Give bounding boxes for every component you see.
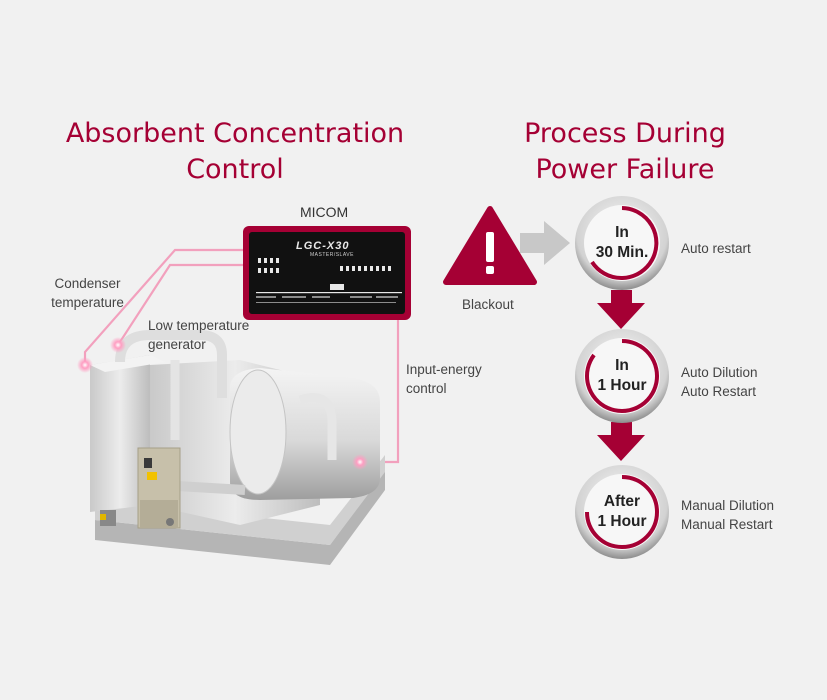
stopwatch-icon (575, 329, 669, 423)
micom-panel-sub: MASTER/SLAVE (310, 252, 354, 258)
left-title-line2: Control (186, 154, 284, 185)
stopwatch-icon (575, 196, 669, 290)
step-1-clock-text: In 30 Min. (595, 224, 649, 261)
micom-label: MICOM (300, 204, 349, 220)
micom-panel (243, 226, 411, 320)
step-2-clock-text: In 1 Hour (597, 357, 647, 394)
right-arrow-icon (520, 221, 570, 265)
step-3-description: Manual Dilution Manual Restart (681, 498, 775, 532)
low-temperature-generator-label: Low temperature generator (148, 318, 250, 352)
left-title: Absorbent Concentration Control (55, 116, 415, 188)
input-energy-control-label: Input-energy control (406, 362, 482, 396)
down-arrow-icon (597, 290, 645, 329)
absorption-chiller (90, 330, 385, 565)
right-title: Process During Power Failure (495, 116, 755, 188)
condenser-temperature-label: Condenser temperature (51, 276, 124, 310)
right-title-line2: Power Failure (535, 154, 715, 185)
step-3-clock-text: After 1 Hour (597, 493, 647, 530)
warning-triangle-icon (443, 206, 537, 285)
step-1-description: Auto restart (681, 241, 751, 256)
right-title-line1: Process During (524, 118, 726, 149)
blackout-label: Blackout (462, 297, 514, 312)
micom-panel-brand: LGC-X30 (296, 240, 350, 252)
stopwatch-icon (575, 465, 669, 559)
step-2-description: Auto Dilution Auto Restart (681, 365, 758, 399)
sensor-glow-dots (77, 337, 368, 470)
left-title-line1: Absorbent Concentration (65, 118, 405, 149)
down-arrow-icon (597, 422, 645, 461)
